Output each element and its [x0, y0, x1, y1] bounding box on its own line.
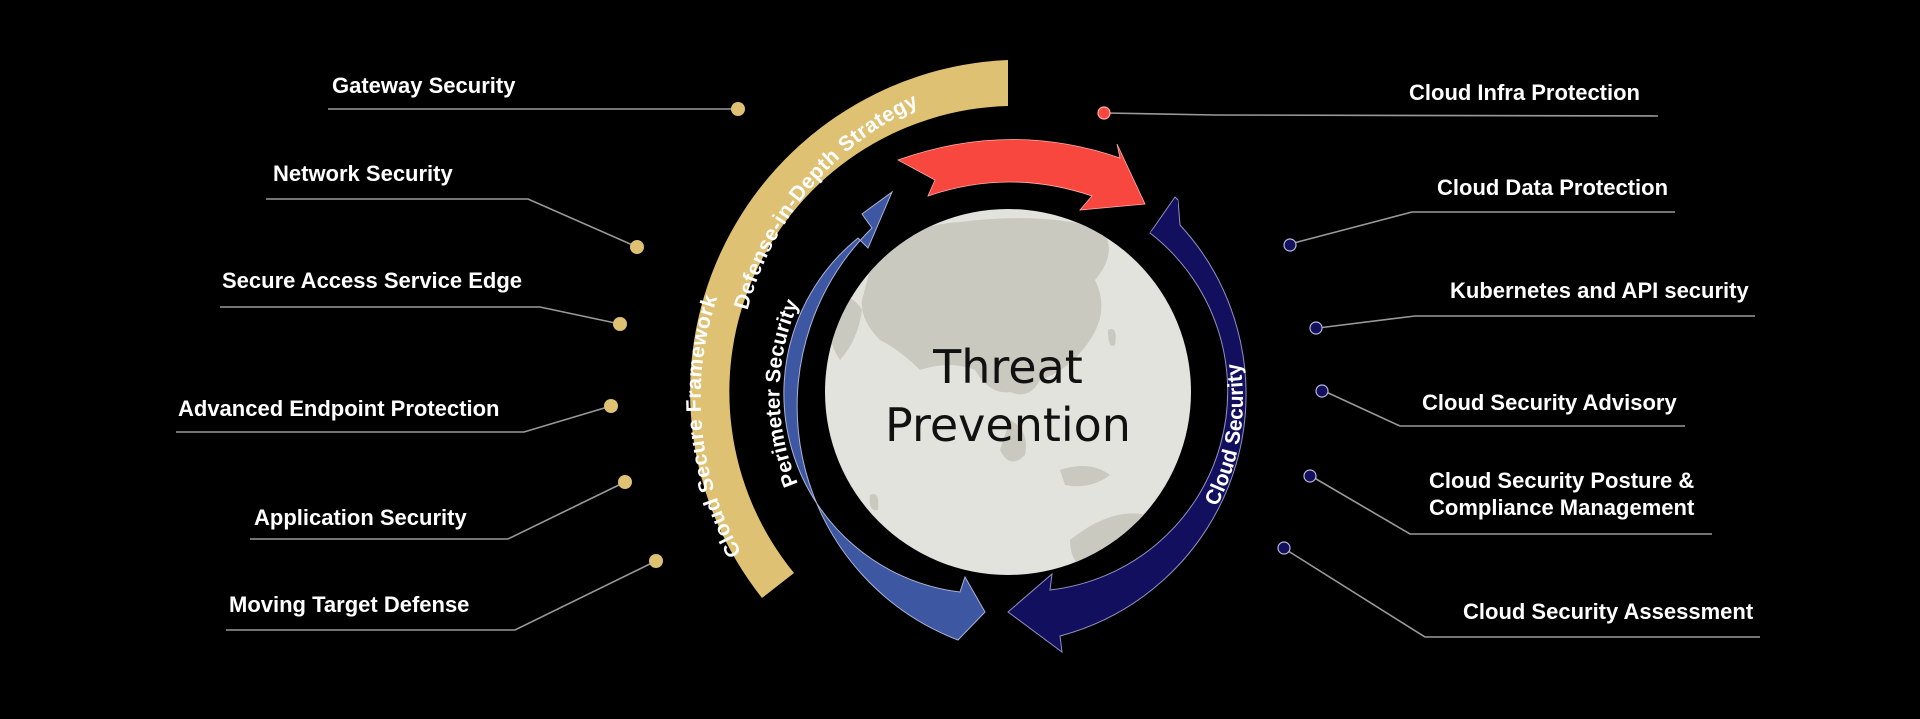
right-leaders [1104, 112, 1760, 638]
left-item-application-security[interactable]: Application Security [254, 505, 467, 530]
left-item-network-security[interactable]: Network Security [273, 161, 453, 186]
threat-prevention-title: Threat Prevention [858, 338, 1158, 454]
moving-target-defense-dot[interactable] [649, 554, 663, 568]
cloud-security-assessment-dot[interactable] [1277, 541, 1291, 555]
right-item-kubernetes-api[interactable]: Kubernetes and API security [1450, 278, 1749, 303]
right-item-cloud-security-assessment[interactable]: Cloud Security Assessment [1463, 599, 1754, 624]
cloud-security-label: Cloud Security [1201, 362, 1248, 509]
left-item-gateway-security[interactable]: Gateway Security [332, 73, 516, 98]
right-item-cloud-data-protection[interactable]: Cloud Data Protection [1437, 175, 1669, 200]
globe-icon [825, 209, 1191, 575]
center-title-line1: Threat [933, 340, 1083, 394]
left-item-endpoint-protection[interactable]: Advanced Endpoint Protection [178, 396, 500, 421]
right-item-cloud-security-advisory[interactable]: Cloud Security Advisory [1422, 390, 1677, 415]
gateway-security-dot[interactable] [731, 102, 745, 116]
left-leaders [176, 108, 738, 631]
kubernetes-api-dot[interactable] [1309, 321, 1323, 335]
left-item-sase[interactable]: Secure Access Service Edge [222, 268, 523, 293]
right-item-cspm[interactable]: Cloud Security Posture & Compliance Mana… [1429, 468, 1695, 520]
cspm-dot[interactable] [1303, 469, 1317, 483]
red-flow-arrow [897, 139, 1146, 211]
cloud-data-protection-dot[interactable] [1283, 238, 1297, 252]
center-title-line2: Prevention [885, 398, 1131, 452]
cloud-security-advisory-dot[interactable] [1315, 384, 1329, 398]
left-item-moving-target-defense[interactable]: Moving Target Defense [229, 592, 470, 617]
cloud-infra-protection-dot[interactable] [1097, 106, 1111, 120]
application-security-dot[interactable] [618, 475, 632, 489]
network-security-dot[interactable] [630, 240, 644, 254]
svg-text:Cloud Security: Cloud Security [1201, 362, 1248, 509]
left-dots [604, 102, 745, 568]
right-item-cloud-infra-protection[interactable]: Cloud Infra Protection [1409, 80, 1640, 105]
right-dots [1097, 106, 1329, 555]
sase-dot[interactable] [613, 317, 627, 331]
endpoint-protection-dot[interactable] [604, 399, 618, 413]
